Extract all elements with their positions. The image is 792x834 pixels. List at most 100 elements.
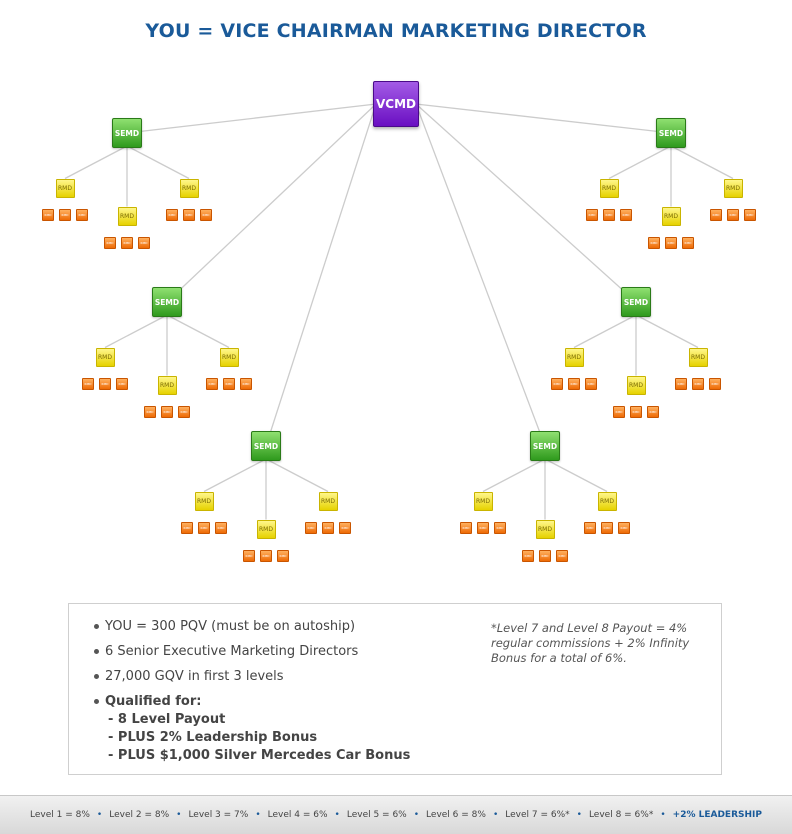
separator-dot: • xyxy=(660,810,666,820)
branch-node-semd: SEMD xyxy=(112,118,142,148)
bullet-semd: 6 Senior Executive Marketing Directors xyxy=(94,643,410,661)
sub-node-rmd: RMD xyxy=(597,491,617,511)
sub-node-rmd: RMD xyxy=(194,491,214,511)
leadership-bonus: +2% LEADERSHIP xyxy=(672,810,762,820)
connector-line xyxy=(415,103,637,303)
leaf-node: RMD xyxy=(603,209,615,221)
sub-node-rmd: RMD xyxy=(599,178,619,198)
connector-line xyxy=(166,314,230,349)
leaf-node: RMD xyxy=(682,237,694,249)
sub-node-rmd: RMD xyxy=(564,347,584,367)
leaf-node: RMD xyxy=(710,209,722,221)
level-rate: Level 6 = 8% xyxy=(426,810,486,820)
separator-dot: • xyxy=(413,810,420,820)
leaf-node: RMD xyxy=(277,550,289,562)
leaf-node: RMD xyxy=(620,209,632,221)
bullet-dot-icon xyxy=(94,699,99,704)
leaf-node: RMD xyxy=(99,378,111,390)
connector-line xyxy=(415,103,546,447)
sub-node-rmd: RMD xyxy=(318,491,338,511)
leaf-node: RMD xyxy=(116,378,128,390)
root-node-vcmd: VCMD xyxy=(373,81,419,127)
leaf-node: RMD xyxy=(460,522,472,534)
leaf-node: RMD xyxy=(613,406,625,418)
leaf-node: RMD xyxy=(76,209,88,221)
leaf-node: RMD xyxy=(648,237,660,249)
connector-line xyxy=(265,458,329,493)
sub-node-rmd: RMD xyxy=(626,375,646,395)
leaf-node: RMD xyxy=(339,522,351,534)
separator-dot: • xyxy=(176,810,182,820)
qualified-item: - PLUS $1,000 Silver Mercedes Car Bonus xyxy=(108,748,411,763)
leaf-node: RMD xyxy=(585,378,597,390)
bullet-pqv: YOU = 300 PQV (must be on autoship) xyxy=(94,618,410,636)
org-tree-lines xyxy=(64,103,734,520)
leaf-node: RMD xyxy=(223,378,235,390)
bullet-dot-icon xyxy=(94,649,99,654)
leaf-node: RMD xyxy=(494,522,506,534)
connector-line xyxy=(104,314,168,349)
branch-node-semd: SEMD xyxy=(621,287,651,317)
leaf-node: RMD xyxy=(305,522,317,534)
separator-dot: • xyxy=(96,810,103,820)
leaf-node: RMD xyxy=(744,209,756,221)
leaf-node: RMD xyxy=(183,209,195,221)
level-rate: Level 7 = 6%* xyxy=(505,810,570,820)
leaf-node: RMD xyxy=(568,378,580,390)
separator-dot: • xyxy=(576,810,582,820)
separator-dot: • xyxy=(255,810,261,820)
leaf-node: RMD xyxy=(522,550,534,562)
sub-node-rmd: RMD xyxy=(55,178,75,198)
leaf-node: RMD xyxy=(618,522,630,534)
branch-node-semd: SEMD xyxy=(251,431,281,461)
leaf-node: RMD xyxy=(709,378,721,390)
level-payout-bar: Level 1 = 8%• Level 2 = 8%• Level 3 = 7%… xyxy=(0,795,792,834)
connector-line xyxy=(166,103,377,303)
leaf-node: RMD xyxy=(82,378,94,390)
level-rate: Level 3 = 7% xyxy=(188,810,249,820)
leaf-node: RMD xyxy=(539,550,551,562)
qualification-panel xyxy=(68,603,722,775)
leaf-node: RMD xyxy=(181,522,193,534)
branch-node-semd: SEMD xyxy=(152,287,182,317)
sub-node-rmd: RMD xyxy=(117,206,137,226)
qualified-heading: Qualified for: xyxy=(105,694,202,709)
leaf-node: RMD xyxy=(665,237,677,249)
leaf-node: RMD xyxy=(215,522,227,534)
separator-dot: • xyxy=(492,810,499,820)
leaf-node: RMD xyxy=(727,209,739,221)
leaf-node: RMD xyxy=(551,378,563,390)
leaf-node: RMD xyxy=(322,522,334,534)
sub-node-rmd: RMD xyxy=(535,519,555,539)
qualification-list: YOU = 300 PQV (must be on autoship) 6 Se… xyxy=(94,618,410,765)
leaf-node: RMD xyxy=(586,209,598,221)
connector-line xyxy=(203,458,267,493)
bullet-text: YOU = 300 PQV (must be on autoship) xyxy=(105,619,356,634)
connector-line xyxy=(126,145,190,180)
bullet-text: 27,000 GQV in first 3 levels xyxy=(105,669,284,684)
leaf-node: RMD xyxy=(630,406,642,418)
bullet-gqv: 27,000 GQV in first 3 levels xyxy=(94,668,410,686)
bullet-dot-icon xyxy=(94,674,99,679)
leaf-node: RMD xyxy=(161,406,173,418)
connector-line xyxy=(64,145,128,180)
sub-node-rmd: RMD xyxy=(179,178,199,198)
page-title: YOU = VICE CHAIRMAN MARKETING DIRECTOR xyxy=(145,20,647,42)
sub-node-rmd: RMD xyxy=(723,178,743,198)
connector-line xyxy=(544,458,608,493)
connector-line xyxy=(415,103,672,134)
leaf-node: RMD xyxy=(121,237,133,249)
connector-line xyxy=(635,314,699,349)
bullet-text: 6 Senior Executive Marketing Directors xyxy=(105,644,359,659)
leaf-node: RMD xyxy=(477,522,489,534)
connector-line xyxy=(608,145,672,180)
sub-node-rmd: RMD xyxy=(688,347,708,367)
connector-line xyxy=(573,314,637,349)
level-rate: Level 5 = 6% xyxy=(346,810,407,820)
sub-node-rmd: RMD xyxy=(157,375,177,395)
leaf-node: RMD xyxy=(198,522,210,534)
connector-line xyxy=(670,145,734,180)
connector-line xyxy=(265,103,377,447)
sub-node-rmd: RMD xyxy=(219,347,239,367)
leaf-node: RMD xyxy=(166,209,178,221)
